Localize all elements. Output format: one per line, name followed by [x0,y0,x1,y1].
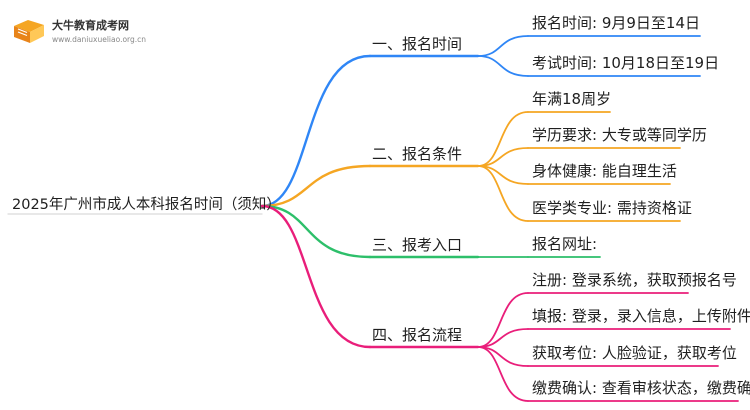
leaf-label-conditions-0: 年满18周岁 [532,90,612,108]
branch-label-time: 一、报名时间 [372,35,463,53]
leaf-connector-conditions-1 [477,147,529,167]
branch-connector-conditions [260,164,372,208]
leaf-connector-time-0 [477,35,529,57]
leaf-label-entry-0: 报名网址: [532,235,598,253]
branch-connector-process [260,204,372,349]
leaf-label-process-1: 填报: 登录，录入信息，上传附件 [532,307,750,325]
root-topic: 2025年广州市成人本科报名时间（须知） [12,197,281,213]
branch-connector-time [260,54,372,208]
leaf-label-conditions-1: 学历要求: 大专或等同学历 [532,126,707,144]
branch-label-process: 四、报名流程 [372,326,463,344]
leaf-label-process-2: 获取考位: 人脸验证，获取考位 [532,344,737,362]
branch-connector-entry [260,204,372,259]
book-icon [14,20,44,43]
leaf-connector-conditions-3 [477,165,529,222]
leaf-label-conditions-2: 身体健康: 能自理生活 [532,162,677,180]
leaf-connector-time-1 [477,55,529,77]
branch-label-entry: 三、报考入口 [372,236,463,254]
leaf-label-time-1: 考试时间: 10月18日至19日 [532,54,720,72]
brand-name: 大牛教育成考网 [52,19,129,32]
leaf-connector-process-3 [477,346,529,402]
branch-label-conditions: 二、报名条件 [372,145,463,163]
leaf-label-process-0: 注册: 登录系统，获取预报名号 [532,271,737,289]
brand-url: www.daniuxueliao.org.cn [52,35,147,44]
leaf-label-process-3: 缴费确认: 查看审核状态，缴费确认 [532,379,750,397]
leaf-label-conditions-3: 医学类专业: 需持资格证 [532,199,692,217]
brand-logo: 大牛教育成考网 www.daniuxueliao.org.cn [12,12,162,52]
leaf-label-time-0: 报名时间: 9月9日至14日 [532,14,700,32]
leaf-connector-process-0 [477,292,529,348]
leaf-connector-process-1 [477,328,529,348]
leaf-connector-conditions-0 [477,111,529,167]
